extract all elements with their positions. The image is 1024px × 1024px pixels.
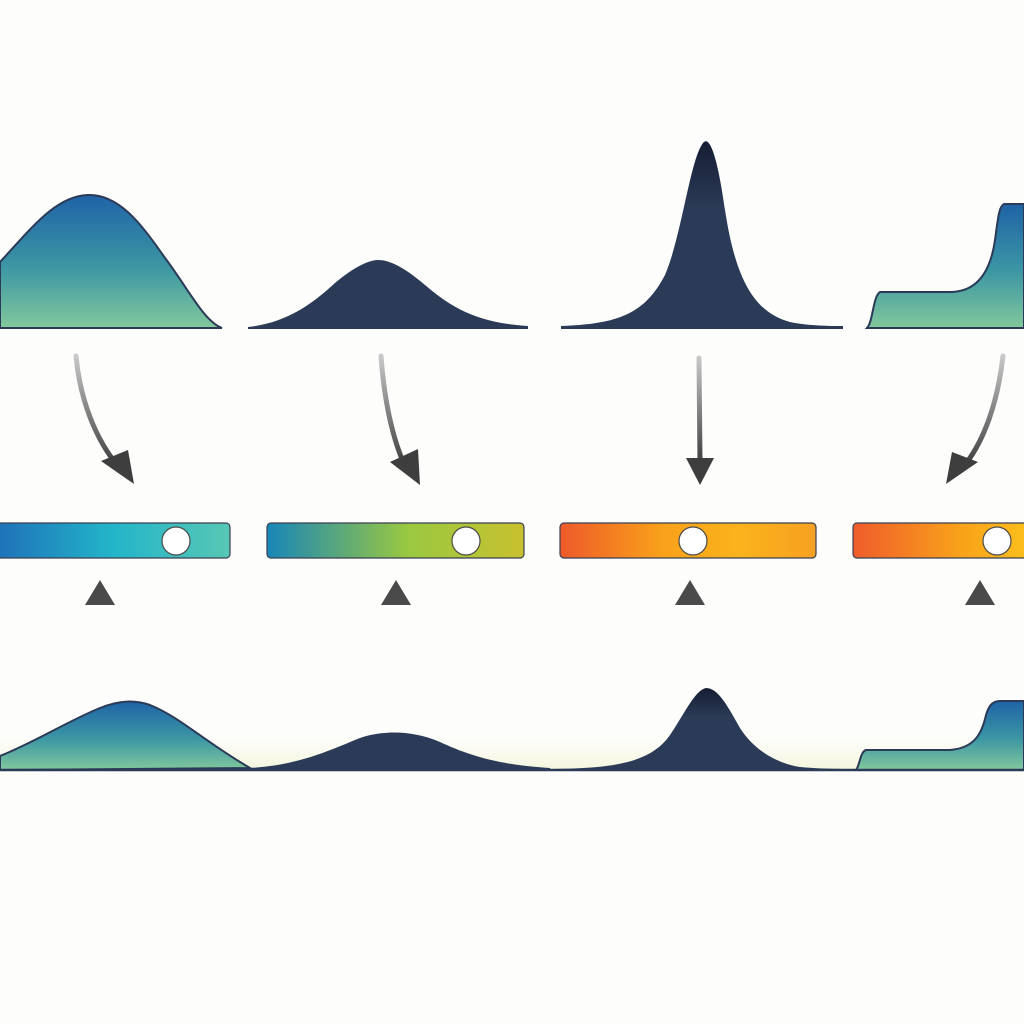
bottom-segment-1 [0, 700, 254, 772]
down-arrows [73, 353, 1006, 485]
up-arrow-icon [381, 580, 411, 690]
up-arrow-icon [675, 580, 705, 686]
slider-knob[interactable] [161, 526, 191, 556]
slider-knob[interactable] [451, 526, 481, 556]
slider-3[interactable] [559, 522, 817, 559]
slider-knob[interactable] [982, 526, 1012, 556]
up-arrows [85, 580, 995, 690]
top-curve-4 [864, 203, 1024, 329]
up-arrow-icon [965, 580, 995, 690]
up-arrow-icon [85, 580, 115, 690]
slider-2[interactable] [266, 522, 525, 559]
slider-4[interactable] [852, 522, 1024, 559]
curved-arrow-icon [946, 353, 1006, 484]
bottom-segment-2 [250, 732, 550, 771]
straight-arrow-icon [686, 355, 714, 485]
top-curve-2 [248, 260, 528, 329]
bottom-segment-4 [853, 700, 1024, 771]
curved-arrow-icon [378, 353, 420, 485]
top-curves [0, 141, 1024, 329]
curved-arrow-icon [73, 353, 134, 484]
slider-knob[interactable] [678, 526, 708, 556]
top-curve-1 [0, 193, 223, 329]
slider-1[interactable] [0, 522, 231, 559]
top-curve-3 [561, 141, 843, 329]
sliders [0, 522, 1024, 559]
bottom-segment-3 [555, 688, 856, 771]
bottom-curve [0, 688, 1024, 772]
